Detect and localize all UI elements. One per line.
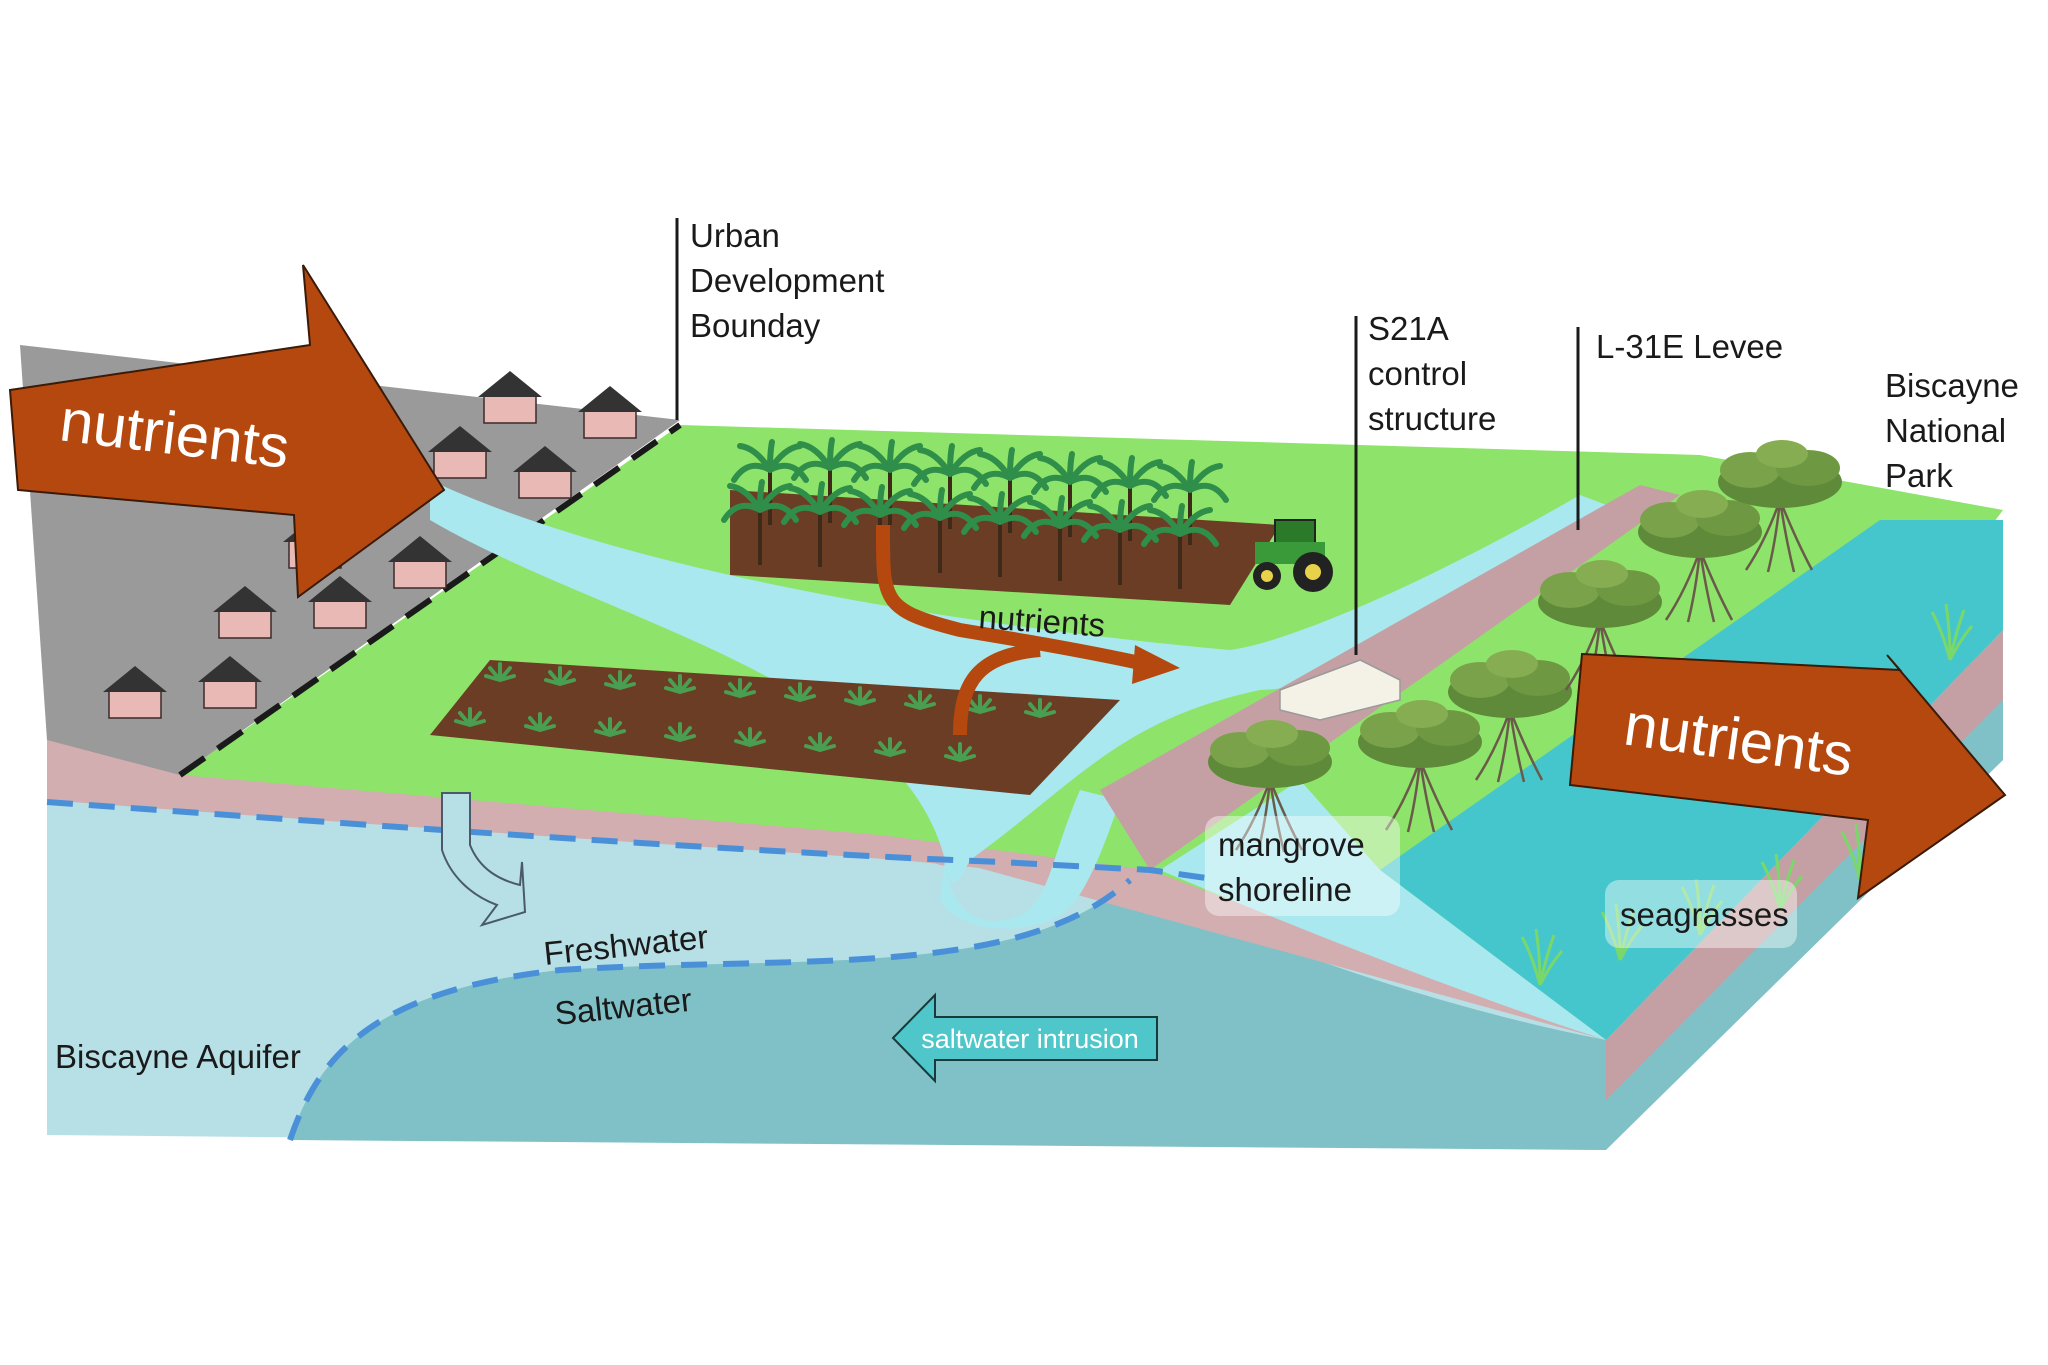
nutrient-arrow-mid (875, 524, 1180, 736)
nutrient-arrow-left (8, 264, 446, 599)
urban-boundary-line (178, 422, 682, 778)
label-line: structure (1368, 400, 1496, 437)
aquifer-label: Biscayne Aquifer (55, 1038, 301, 1075)
label-line: shoreline (1218, 871, 1352, 908)
land-surface (20, 345, 2003, 1040)
label-line: S21A (1368, 310, 1449, 347)
house-icon (477, 370, 543, 424)
label-line: control (1368, 355, 1467, 392)
label-line: National (1885, 412, 2006, 449)
recharge-arrow (441, 792, 527, 927)
saltwater-intrusion-label: saltwater intrusion (921, 1024, 1139, 1054)
nutrient-arrow-right (1568, 652, 2007, 901)
label-line: mangrove (1218, 826, 1365, 863)
label-line: Development (690, 262, 884, 299)
pointer-lines (675, 218, 1580, 655)
control-structure (1279, 659, 1401, 721)
label-line: Park (1885, 457, 1953, 494)
palm-plantation (724, 440, 1280, 605)
label-line: Urban (690, 217, 780, 254)
crop-field (430, 660, 1120, 795)
label-line: Biscayne (1885, 367, 2019, 404)
house-icon (577, 385, 643, 439)
canal (430, 480, 1620, 884)
saltwater-intrusion-arrow: saltwater intrusion (891, 992, 1158, 1084)
nutrients-label-mid: nutrients (978, 598, 1107, 644)
levee-label: L-31E Levee (1596, 328, 1783, 365)
park-label: Biscayne National Park (1885, 367, 2019, 494)
urban-boundary-label: Urban Development Bounday (690, 217, 884, 344)
mangrove-shoreline-label: mangrove shoreline (1205, 816, 1400, 916)
tractor-icon (1253, 519, 1333, 592)
seagrasses-label: seagrasses (1605, 880, 1797, 948)
label-line: Bounday (690, 307, 821, 344)
s21a-label: S21A control structure (1368, 310, 1496, 437)
freshwater-saltwater-interface (46, 799, 1221, 1141)
label-line: seagrasses (1620, 896, 1789, 933)
